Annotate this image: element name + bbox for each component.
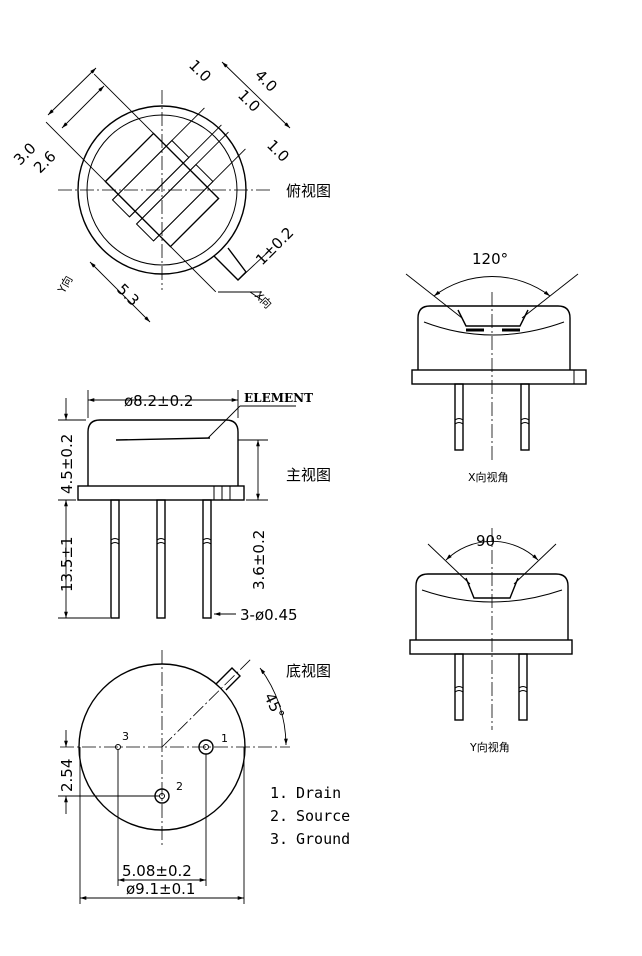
element-line bbox=[115, 437, 211, 441]
top-view: 1.0 4.0 1.0 1.0 3.0 2.6 1±0.2 5.3 X向 Y向 … bbox=[10, 56, 331, 323]
top-view-label: 俯视图 bbox=[286, 182, 331, 200]
top-dim-1c: 1.0 bbox=[263, 136, 293, 166]
x-view-angle-value: 120° bbox=[472, 250, 508, 268]
bottom-view-label: 底视图 bbox=[286, 662, 331, 680]
x-view-label: X向视角 bbox=[468, 470, 509, 484]
top-dim-4: 4.0 bbox=[251, 66, 281, 96]
y-view-angle: 90° Y向视角 bbox=[409, 528, 573, 754]
pin-2-name: Source bbox=[296, 807, 350, 825]
bottom-dim-pitch: 5.08±0.2 bbox=[122, 862, 192, 880]
top-dim-1: 1.0 bbox=[185, 56, 215, 86]
front-dim-3-6: 3.6±0.2 bbox=[250, 530, 268, 590]
y-view-label: Y向视角 bbox=[469, 740, 510, 754]
top-dim-5-3: 5.3 bbox=[113, 280, 143, 310]
pin-2-num: 2. bbox=[270, 807, 288, 825]
bottom-view: 1 2 3 45° 2.54 5.08±0.2 ø9.1±0.1 底视图 bbox=[58, 650, 331, 904]
bottom-dim-diameter: ø9.1±0.1 bbox=[126, 880, 195, 898]
y-view-angle-value: 90° bbox=[476, 532, 503, 550]
front-view-label: 主视图 bbox=[286, 466, 331, 484]
element-label: ELEMENT bbox=[244, 391, 313, 405]
pin-3-num: 3. bbox=[270, 830, 288, 848]
front-view-flange bbox=[77, 485, 245, 501]
front-dim-lead-dia: 3-ø0.45 bbox=[240, 606, 298, 624]
front-view: ELEMENT ø8.2±0.2 4.5±0.2 13.5±1 3.6±0.2 … bbox=[58, 390, 331, 624]
pin-3-name: Ground bbox=[296, 830, 350, 848]
pin-1-num: 1. bbox=[270, 784, 288, 802]
top-dim-1b: 1.0 bbox=[234, 86, 264, 116]
bottom-dim-angle: 45° bbox=[260, 690, 288, 722]
pin-number-3: 3 bbox=[122, 730, 129, 743]
pin-1-name: Drain bbox=[296, 784, 341, 802]
y-direction-label: Y向 bbox=[54, 273, 75, 296]
pin-legend: 1. Drain 2. Source 3. Ground bbox=[270, 784, 350, 848]
front-dim-lead-length: 13.5±1 bbox=[58, 536, 76, 592]
top-view-inner-circle bbox=[86, 114, 238, 266]
bottom-dim-2-54: 2.54 bbox=[58, 759, 76, 792]
x-view-angle: 120° X向视角 bbox=[405, 250, 587, 484]
top-view-outer-circle bbox=[77, 105, 247, 275]
pin-number-2: 2 bbox=[176, 780, 183, 793]
pin-number-1: 1 bbox=[221, 732, 228, 745]
front-dim-diameter: ø8.2±0.2 bbox=[124, 392, 193, 410]
top-dim-tab: 1±0.2 bbox=[252, 224, 297, 269]
front-dim-height: 4.5±0.2 bbox=[58, 434, 76, 494]
